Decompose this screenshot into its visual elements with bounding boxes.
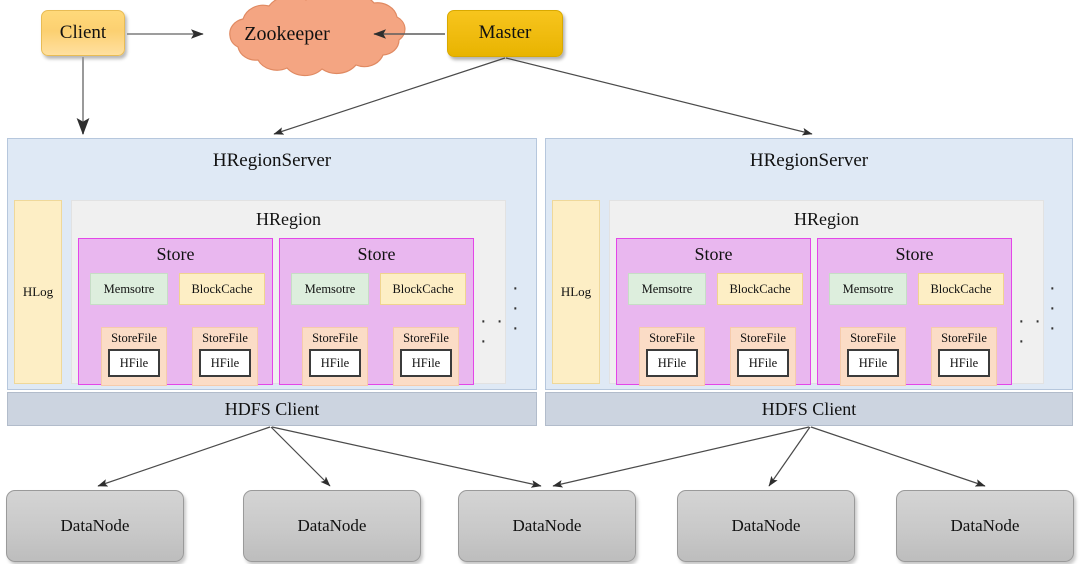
regionserver-1-ellipsis: · · · <box>512 277 521 339</box>
store-2-1-label: Store <box>694 244 733 264</box>
storefile-2-1-1-label: StoreFile <box>649 331 695 345</box>
memstore-1-1[interactable]: Memsotre <box>90 273 168 305</box>
hfile-1-2-1[interactable]: HFile <box>309 349 361 377</box>
store-1-1[interactable]: Store Memsotre BlockCache StoreFile HFil… <box>78 238 273 386</box>
hdfs-client-1-label: HDFS Client <box>224 398 320 419</box>
hfile-2-1-2[interactable]: HFile <box>737 349 789 377</box>
hfile-2-2-2[interactable]: HFile <box>938 349 990 377</box>
storefile-2-2-2[interactable]: StoreFile HFile <box>931 327 997 386</box>
storefile-1-2-2[interactable]: StoreFile HFile <box>393 327 459 386</box>
datanode-5-label: DataNode <box>950 516 1020 535</box>
master-label: Master <box>478 22 532 44</box>
client-node[interactable]: Client <box>41 10 125 56</box>
storefile-1-2-1[interactable]: StoreFile HFile <box>302 327 368 386</box>
storefile-1-2-2-label: StoreFile <box>403 331 449 345</box>
regionserver-2[interactable]: HRegionServer HLog HRegion Store Memsotr… <box>545 138 1073 390</box>
hfile-1-2-1-label: HFile <box>320 355 350 370</box>
storefile-2-2-1-label: StoreFile <box>850 331 896 345</box>
datanode-4[interactable]: DataNode <box>677 490 855 562</box>
regionserver-1[interactable]: HRegionServer HLog HRegion Store Memsotr… <box>7 138 537 390</box>
hdfs-client-1[interactable]: HDFS Client <box>7 392 537 426</box>
hlog-1-label: HLog <box>22 284 54 299</box>
hfile-1-1-2-label: HFile <box>210 355 240 370</box>
hdfs-client-2-label: HDFS Client <box>761 398 857 419</box>
store-2-2[interactable]: Store Memsotre BlockCache StoreFile HFil… <box>817 238 1012 386</box>
memstore-2-2[interactable]: Memsotre <box>829 273 907 305</box>
datanode-1[interactable]: DataNode <box>6 490 184 562</box>
hfile-2-1-1[interactable]: HFile <box>646 349 698 377</box>
datanode-5[interactable]: DataNode <box>896 490 1074 562</box>
storefile-1-1-1[interactable]: StoreFile HFile <box>101 327 167 386</box>
client-label: Client <box>59 21 107 43</box>
storefile-2-1-1[interactable]: StoreFile HFile <box>639 327 705 386</box>
blockcache-1-2[interactable]: BlockCache <box>380 273 466 305</box>
zookeeper-node[interactable]: Zookeeper <box>200 14 374 54</box>
datanode-2[interactable]: DataNode <box>243 490 421 562</box>
store-1-2-label: Store <box>357 244 396 264</box>
store-2-1[interactable]: Store Memsotre BlockCache StoreFile HFil… <box>616 238 811 386</box>
memstore-2-1[interactable]: Memsotre <box>628 273 706 305</box>
datanode-3[interactable]: DataNode <box>458 490 636 562</box>
hregion-2[interactable]: HRegion Store Memsotre BlockCache StoreF… <box>609 200 1044 386</box>
regionserver-2-label: HRegionServer <box>749 150 869 171</box>
hregion-1-label: HRegion <box>256 209 321 229</box>
blockcache-2-2-label: BlockCache <box>930 281 992 296</box>
hfile-1-1-1-label: HFile <box>119 355 149 370</box>
regionserver-1-label: HRegionServer <box>212 150 332 171</box>
hfile-1-1-1[interactable]: HFile <box>108 349 160 377</box>
hregion-1-ellipsis: · · · <box>480 310 505 352</box>
memstore-2-1-label: Memsotre <box>641 281 693 296</box>
hfile-2-1-1-label: HFile <box>657 355 687 370</box>
hregion-1[interactable]: HRegion Store Memsotre BlockCache StoreF… <box>71 200 506 386</box>
hfile-1-1-2[interactable]: HFile <box>199 349 251 377</box>
hlog-1[interactable]: HLog <box>14 200 62 384</box>
datanode-3-label: DataNode <box>512 516 582 535</box>
blockcache-2-1-label: BlockCache <box>729 281 791 296</box>
storefile-2-2-1[interactable]: StoreFile HFile <box>840 327 906 386</box>
zookeeper-label: Zookeeper <box>244 22 330 45</box>
datanode-1-label: DataNode <box>60 516 130 535</box>
memstore-1-2-label: Memsotre <box>304 281 356 296</box>
memstore-1-1-label: Memsotre <box>103 281 155 296</box>
storefile-2-1-2-label: StoreFile <box>740 331 786 345</box>
memstore-1-2[interactable]: Memsotre <box>291 273 369 305</box>
hfile-2-2-2-label: HFile <box>949 355 979 370</box>
hfile-2-2-1[interactable]: HFile <box>847 349 899 377</box>
hfile-2-1-2-label: HFile <box>748 355 778 370</box>
blockcache-2-1[interactable]: BlockCache <box>717 273 803 305</box>
hregion-2-ellipsis: · · · <box>1018 310 1043 352</box>
store-2-2-label: Store <box>895 244 934 264</box>
hdfs-client-2[interactable]: HDFS Client <box>545 392 1073 426</box>
blockcache-1-1[interactable]: BlockCache <box>179 273 265 305</box>
master-node[interactable]: Master <box>447 10 563 57</box>
hlog-2-label: HLog <box>560 284 592 299</box>
memstore-2-2-label: Memsotre <box>842 281 894 296</box>
regionserver-2-ellipsis: · · · <box>1049 277 1058 339</box>
storefile-2-2-2-label: StoreFile <box>941 331 987 345</box>
storefile-2-1-2[interactable]: StoreFile HFile <box>730 327 796 386</box>
hregion-2-label: HRegion <box>794 209 859 229</box>
blockcache-1-1-label: BlockCache <box>191 281 253 296</box>
blockcache-2-2[interactable]: BlockCache <box>918 273 1004 305</box>
blockcache-1-2-label: BlockCache <box>392 281 454 296</box>
storefile-1-1-2[interactable]: StoreFile HFile <box>192 327 258 386</box>
store-1-1-label: Store <box>156 244 195 264</box>
hfile-1-2-2[interactable]: HFile <box>400 349 452 377</box>
hfile-2-2-1-label: HFile <box>858 355 888 370</box>
datanode-4-label: DataNode <box>731 516 801 535</box>
hfile-1-2-2-label: HFile <box>411 355 441 370</box>
storefile-1-2-1-label: StoreFile <box>312 331 358 345</box>
storefile-1-1-2-label: StoreFile <box>202 331 248 345</box>
datanode-2-label: DataNode <box>297 516 367 535</box>
store-1-2[interactable]: Store Memsotre BlockCache StoreFile HFil… <box>279 238 474 386</box>
hlog-2[interactable]: HLog <box>552 200 600 384</box>
storefile-1-1-1-label: StoreFile <box>111 331 157 345</box>
